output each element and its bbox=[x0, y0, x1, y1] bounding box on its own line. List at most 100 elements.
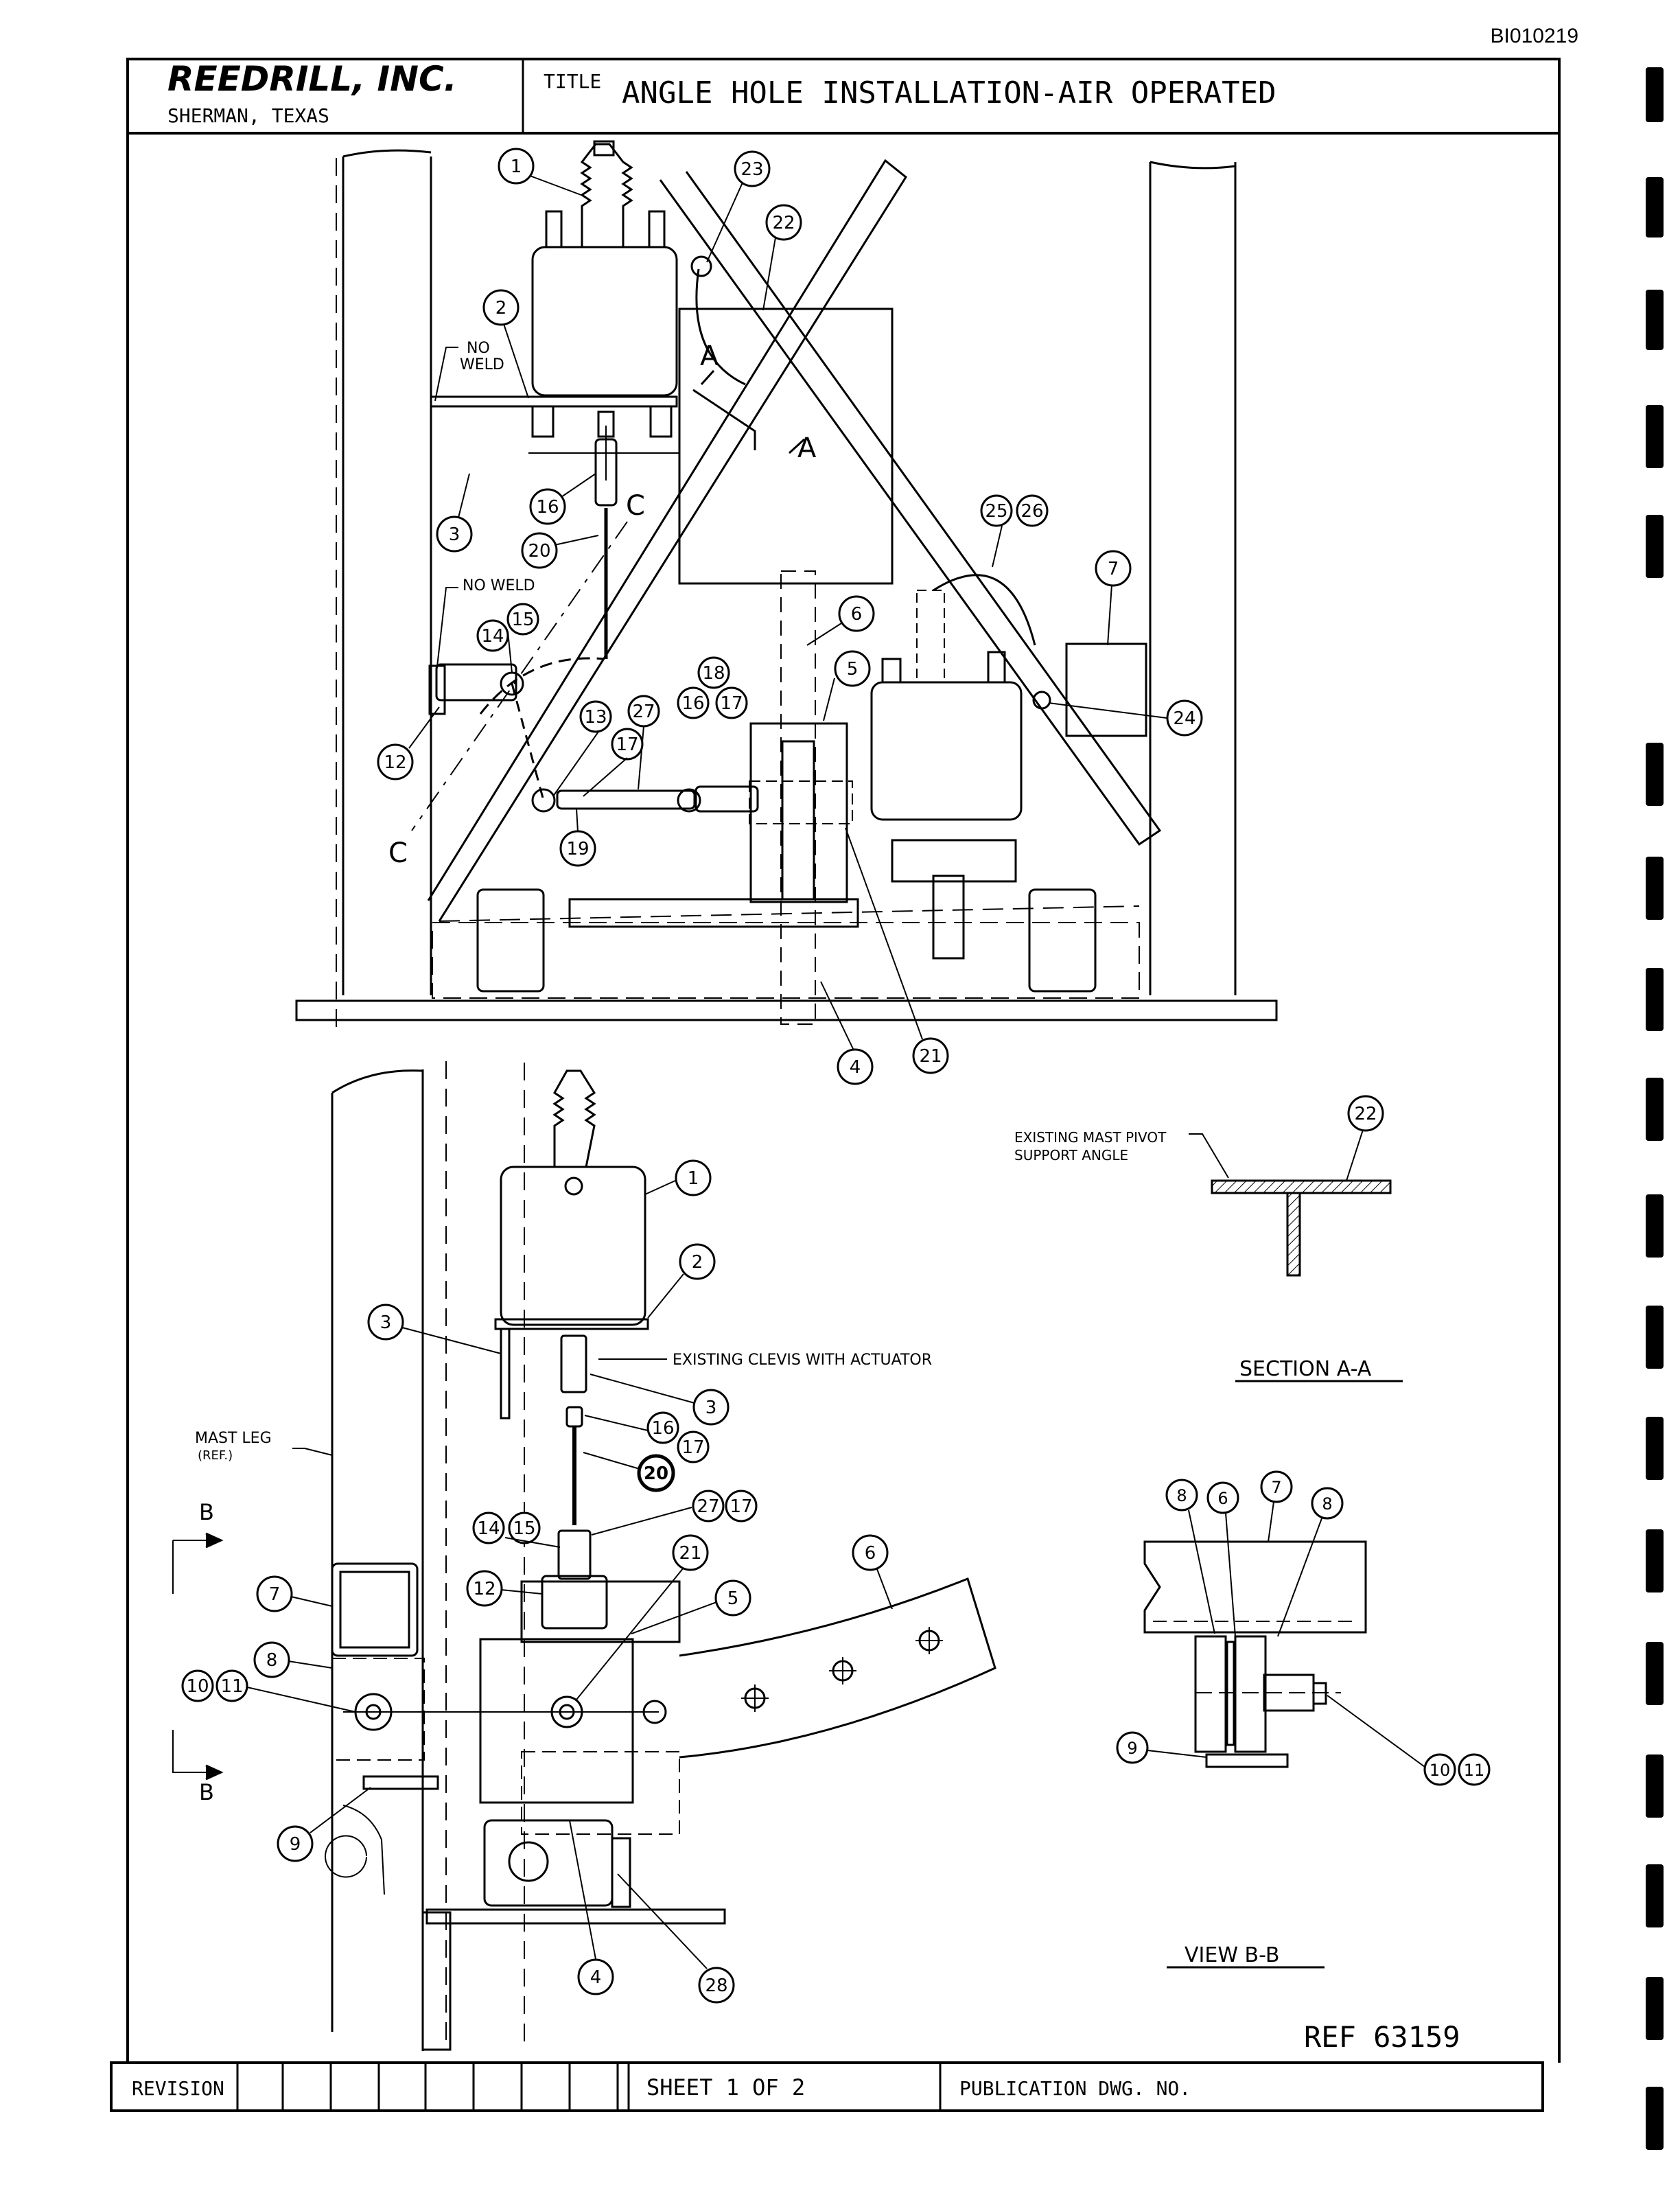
balloon-number: 1 bbox=[511, 157, 522, 177]
balloon bbox=[765, 204, 802, 241]
balloon bbox=[837, 1048, 874, 1085]
balloon-number: 14 bbox=[477, 1518, 500, 1539]
balloon bbox=[697, 656, 730, 689]
balloon bbox=[1260, 1470, 1293, 1503]
balloon-number: 17 bbox=[730, 1496, 752, 1517]
balloon-numbers-lower: 1 2 3 3 16 17 20 27 17 14 15 12 21 5 6 7… bbox=[186, 1168, 876, 1996]
note-existing-clevis: EXISTING CLEVIS WITH ACTUATOR bbox=[673, 1352, 932, 1369]
balloon-number: 10 bbox=[1430, 1761, 1451, 1780]
balloon bbox=[1166, 699, 1203, 737]
section-b-mark-top: B bbox=[199, 1499, 214, 1525]
balloon bbox=[672, 1534, 709, 1571]
balloon-number: 11 bbox=[1464, 1761, 1485, 1780]
balloon-number: 2 bbox=[495, 298, 507, 318]
balloon bbox=[1423, 1753, 1456, 1786]
balloon bbox=[980, 494, 1013, 527]
balloon bbox=[646, 1411, 679, 1444]
angle-flange bbox=[1211, 1179, 1392, 1194]
section-c-mark-bottom: C bbox=[388, 837, 408, 869]
balloon-number: 19 bbox=[566, 839, 589, 859]
revision-label: REVISION bbox=[132, 2077, 224, 2100]
balloon bbox=[521, 532, 558, 569]
balloon-number: 20 bbox=[528, 541, 550, 561]
balloon-number: 15 bbox=[513, 1518, 535, 1539]
title-label: TITLE bbox=[544, 70, 601, 93]
view-b-b-balloon-numbers: 8 6 7 8 9 10 11 bbox=[1127, 1478, 1484, 1780]
balloon-number: 2 bbox=[692, 1252, 703, 1273]
balloon bbox=[529, 488, 566, 525]
balloon bbox=[698, 1967, 735, 2004]
balloon-number: 11 bbox=[220, 1676, 243, 1697]
balloon bbox=[725, 1490, 758, 1522]
balloon bbox=[256, 1575, 293, 1612]
balloon bbox=[577, 1958, 614, 1995]
company-location: SHERMAN, TEXAS bbox=[167, 104, 329, 127]
view-b-b-leaders bbox=[1147, 1501, 1425, 1768]
note-mast-leg-ref: (REF.) bbox=[198, 1448, 233, 1463]
balloon bbox=[679, 1243, 716, 1280]
balloon bbox=[377, 743, 414, 780]
leaders-upper bbox=[408, 175, 1167, 1051]
balloon-number: 6 bbox=[851, 604, 863, 625]
balloon-numbers-upper: 1 23 22 2 3 16 20 15 14 12 13 27 17 19 1… bbox=[384, 157, 1195, 1078]
balloon-number: 5 bbox=[847, 659, 859, 680]
sheet-number: SHEET 1 OF 2 bbox=[646, 2074, 805, 2100]
balloon-number: 3 bbox=[449, 524, 460, 545]
balloon-number: 9 bbox=[1127, 1739, 1137, 1758]
balloon bbox=[912, 1037, 949, 1074]
balloon bbox=[1206, 1481, 1239, 1514]
balloon-number: 8 bbox=[266, 1650, 278, 1671]
balloon bbox=[472, 1512, 505, 1544]
balloon-number: 9 bbox=[290, 1834, 301, 1855]
balloon bbox=[1095, 550, 1132, 587]
balloons-lower bbox=[181, 1159, 889, 2004]
balloon-number: 13 bbox=[584, 707, 607, 728]
view-b-b-balloons bbox=[1116, 1470, 1491, 1786]
balloon-number: 23 bbox=[740, 159, 763, 180]
leader bbox=[1346, 1129, 1364, 1181]
note-mast-leg: MAST LEG bbox=[195, 1430, 272, 1447]
no-weld-line1: NO bbox=[467, 340, 490, 357]
balloon bbox=[715, 686, 748, 719]
view-b-b-detail bbox=[1143, 1540, 1367, 1768]
balloon-number: 15 bbox=[511, 610, 534, 630]
drawing-frame bbox=[126, 58, 1561, 2063]
balloon bbox=[1311, 1487, 1344, 1520]
balloon-number: 26 bbox=[1020, 501, 1043, 522]
balloon bbox=[1165, 1479, 1198, 1512]
section-a-mark-bottom: A bbox=[797, 432, 817, 464]
note-mast-pivot-line1: EXISTING MAST PIVOT bbox=[1014, 1129, 1167, 1146]
balloon bbox=[838, 595, 875, 632]
section-a-a-label: SECTION A-A bbox=[1239, 1357, 1372, 1381]
balloon bbox=[498, 148, 535, 185]
balloon-number: 16 bbox=[651, 1418, 674, 1439]
balloon-number: 8 bbox=[1176, 1486, 1187, 1505]
reference-number: REF 63159 bbox=[1304, 2020, 1460, 2054]
balloon bbox=[692, 1389, 730, 1426]
no-weld-note-2: NO WELD bbox=[463, 577, 535, 594]
balloon bbox=[692, 1490, 725, 1522]
balloon bbox=[181, 1669, 214, 1702]
balloon-number: 16 bbox=[536, 497, 559, 518]
balloon bbox=[579, 700, 612, 733]
balloon-number: 22 bbox=[772, 213, 795, 233]
publication-dwg-label: PUBLICATION DWG. NO. bbox=[959, 2077, 1191, 2100]
balloon bbox=[466, 1570, 503, 1607]
balloon bbox=[1458, 1753, 1491, 1786]
balloon bbox=[675, 1159, 712, 1196]
title-block bbox=[110, 2061, 1544, 2112]
balloon-number: 21 bbox=[919, 1046, 942, 1067]
balloon-number: 5 bbox=[727, 1588, 739, 1609]
leader-mast-pivot bbox=[1189, 1133, 1229, 1179]
balloon-number: 1 bbox=[688, 1168, 699, 1189]
balloon-number: 10 bbox=[186, 1676, 209, 1697]
section-marks-lower: B B bbox=[199, 1499, 214, 1805]
balloon-number: 20 bbox=[644, 1463, 668, 1484]
binder-marks bbox=[1646, 67, 1664, 2150]
balloon-number: 27 bbox=[632, 702, 655, 722]
balloon bbox=[734, 150, 771, 187]
balloon bbox=[506, 603, 539, 636]
angle-leg bbox=[1286, 1192, 1301, 1277]
balloon-number: 17 bbox=[616, 734, 638, 755]
